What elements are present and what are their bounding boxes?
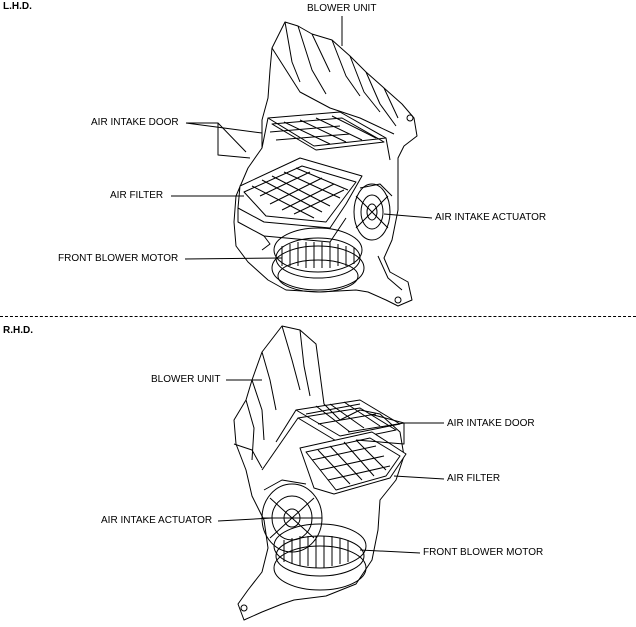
lhd-air-filter <box>237 157 363 243</box>
rhd-front-blower-motor <box>273 523 367 591</box>
lhd-blower-housing <box>233 21 418 307</box>
rhd-leader-lines <box>217 379 445 554</box>
lhd-label-blower-unit: BLOWER UNIT <box>307 3 377 14</box>
rhd-label-blower-unit: BLOWER UNIT <box>151 374 221 385</box>
lhd-air-intake-actuator <box>353 183 393 241</box>
rhd-label-front-blower-motor: FRONT BLOWER MOTOR <box>423 547 544 558</box>
rhd-label-air-filter: AIR FILTER <box>447 473 501 484</box>
lhd-leader-lines <box>171 16 433 260</box>
lhd-air-intake-door <box>261 111 391 161</box>
lhd-label-air-intake-actuator: AIR INTAKE ACTUATOR <box>435 212 547 223</box>
lhd-label-front-blower-motor: FRONT BLOWER MOTOR <box>58 253 179 264</box>
lhd-label-air-intake-door: AIR INTAKE DOOR <box>91 117 179 128</box>
rhd-section-title: R.H.D. <box>3 325 33 336</box>
section-divider <box>0 316 636 317</box>
lhd-label-air-filter: AIR FILTER <box>110 190 164 201</box>
rhd-air-filter <box>299 431 407 495</box>
lhd-section-title: L.H.D. <box>3 1 32 12</box>
rhd-label-air-intake-actuator: AIR INTAKE ACTUATOR <box>101 515 213 526</box>
rhd-label-air-intake-door: AIR INTAKE DOOR <box>447 418 535 429</box>
